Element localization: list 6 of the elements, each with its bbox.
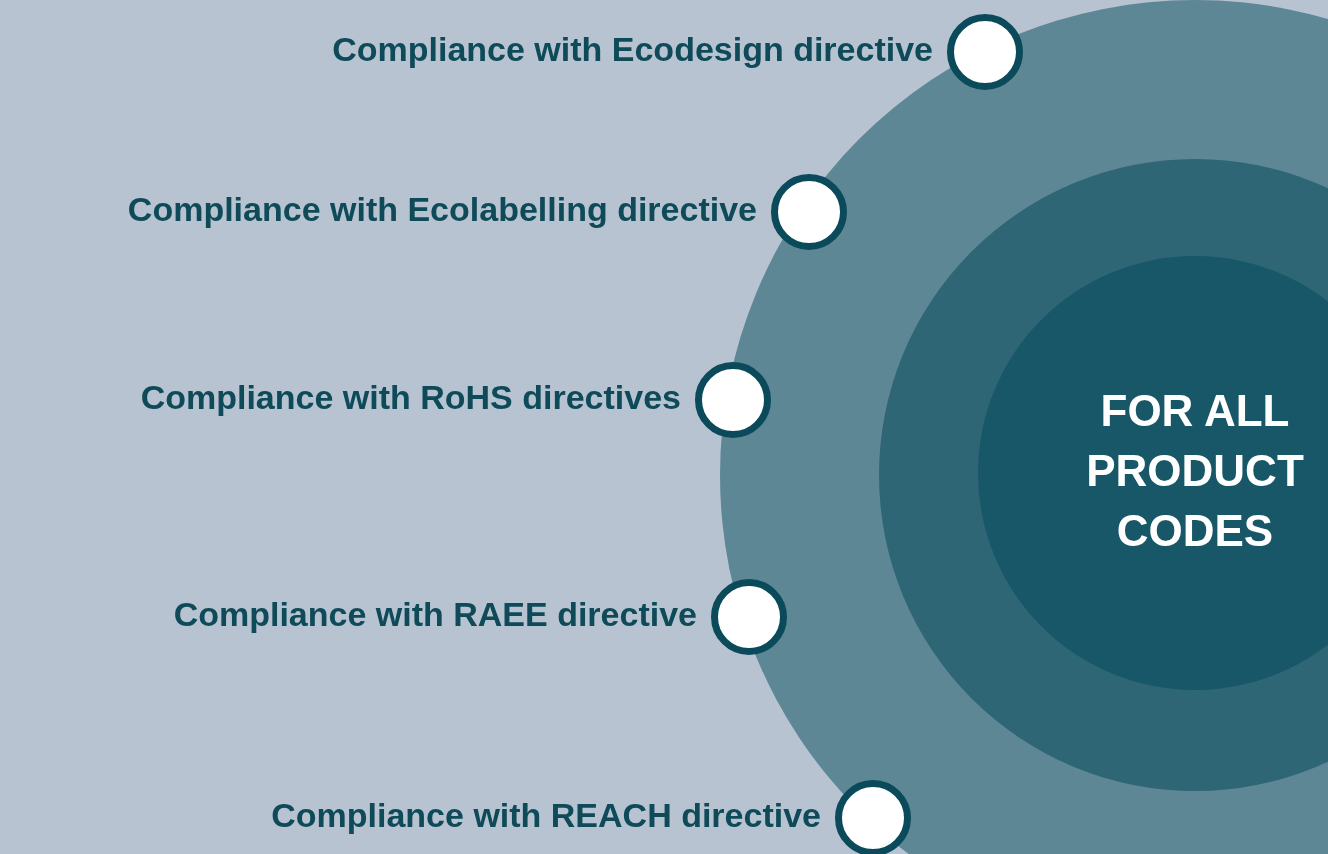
compliance-label: Compliance with Ecodesign directive [332,30,933,69]
compliance-label: Compliance with REACH directive [271,796,821,835]
center-label: FOR ALL PRODUCT CODES [1085,385,1305,557]
compliance-label: Compliance with RAEE directive [173,595,697,634]
compliance-label: Compliance with Ecolabelling directive [127,190,757,229]
compliance-label: Compliance with RoHS directives [140,378,681,417]
